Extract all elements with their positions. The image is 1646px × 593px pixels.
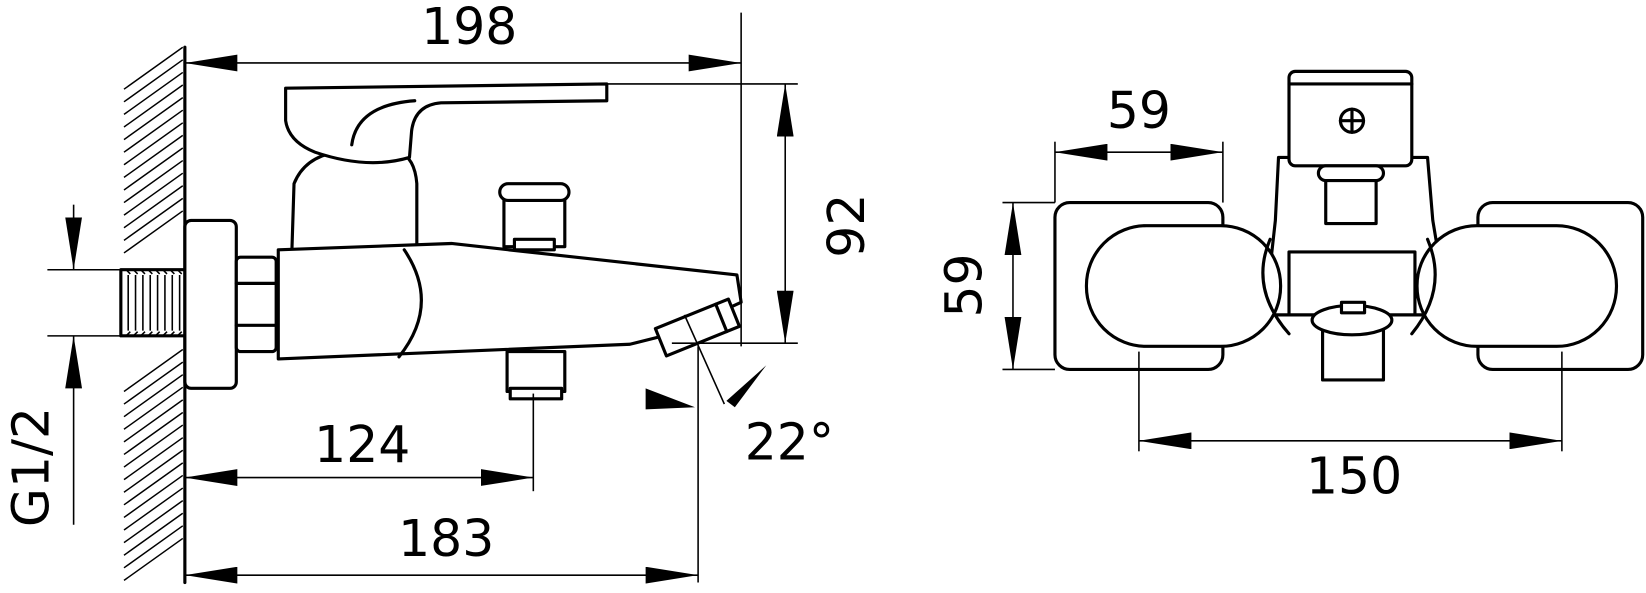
top-handle xyxy=(1287,69,1414,168)
hatch-line xyxy=(123,449,184,493)
hatch-line xyxy=(123,374,184,418)
hatch-line xyxy=(123,474,184,519)
hatch-line xyxy=(123,512,184,556)
dimension-flange-width: 59 xyxy=(1107,81,1171,140)
hatch-line xyxy=(123,361,184,405)
dimension-height: 92 xyxy=(817,194,876,258)
hatch-line xyxy=(123,197,184,241)
dimension-spout-length: 183 xyxy=(398,509,494,568)
spout-aerator xyxy=(653,297,741,358)
hatch-line xyxy=(123,487,184,531)
front-outlet xyxy=(1310,300,1394,382)
hatch-line xyxy=(123,411,184,456)
hatch-line xyxy=(123,185,184,229)
hatch-line xyxy=(123,134,184,178)
bottom-outlet xyxy=(505,350,567,401)
hatch-line xyxy=(123,462,184,506)
thread-line xyxy=(169,269,175,337)
thread-line xyxy=(147,269,153,337)
wall-hatch xyxy=(123,46,184,582)
thread-line xyxy=(132,269,139,337)
connection-nut xyxy=(234,255,278,354)
hatch-line xyxy=(123,46,184,90)
hatch-line xyxy=(123,109,184,153)
hatch-line xyxy=(123,59,184,103)
angle-arrow-left xyxy=(645,388,695,410)
thread-line xyxy=(176,269,183,337)
hatch-line xyxy=(123,348,184,393)
thread-line xyxy=(162,269,168,337)
dimension-overall-length: 198 xyxy=(421,0,517,56)
thread-line xyxy=(125,269,131,337)
dimension-thread: G1/2 xyxy=(1,407,60,527)
left-arm xyxy=(1084,224,1283,348)
right-arm xyxy=(1415,224,1619,348)
diverter-knob xyxy=(498,182,571,252)
hatch-line xyxy=(123,537,184,582)
hatch-line xyxy=(123,424,184,468)
thread-line xyxy=(140,269,146,337)
dimension-outlet-distance: 124 xyxy=(314,415,410,474)
hatch-line xyxy=(123,210,184,254)
dimension-flange-height: 59 xyxy=(934,253,993,317)
wall-rosette xyxy=(183,218,238,390)
angle-arrow-right xyxy=(726,365,767,408)
hatch-line xyxy=(123,97,184,141)
hatch-line xyxy=(123,84,184,128)
thread-line xyxy=(154,269,161,337)
hatch-line xyxy=(123,386,184,430)
dimension-center-distance: 150 xyxy=(1306,446,1402,505)
hatch-line xyxy=(123,525,184,569)
dimension-spout-angle: 22° xyxy=(745,413,834,472)
hatch-line xyxy=(123,500,184,544)
hatch-line xyxy=(123,147,184,191)
front-diverter-knob xyxy=(1316,164,1386,226)
cartridge-housing xyxy=(290,150,419,252)
hatch-line xyxy=(123,437,184,481)
side-view: 198 92 124 183 22° G1/2 xyxy=(1,0,876,585)
hatch-line xyxy=(123,159,184,204)
lever-handle xyxy=(284,82,609,165)
hatch-line xyxy=(123,71,184,115)
hatch-line xyxy=(123,172,184,216)
hatch-line xyxy=(123,399,184,443)
hatch-line xyxy=(123,122,184,166)
thread-connector xyxy=(119,268,187,338)
front-view: 59 59 150 xyxy=(934,69,1645,505)
